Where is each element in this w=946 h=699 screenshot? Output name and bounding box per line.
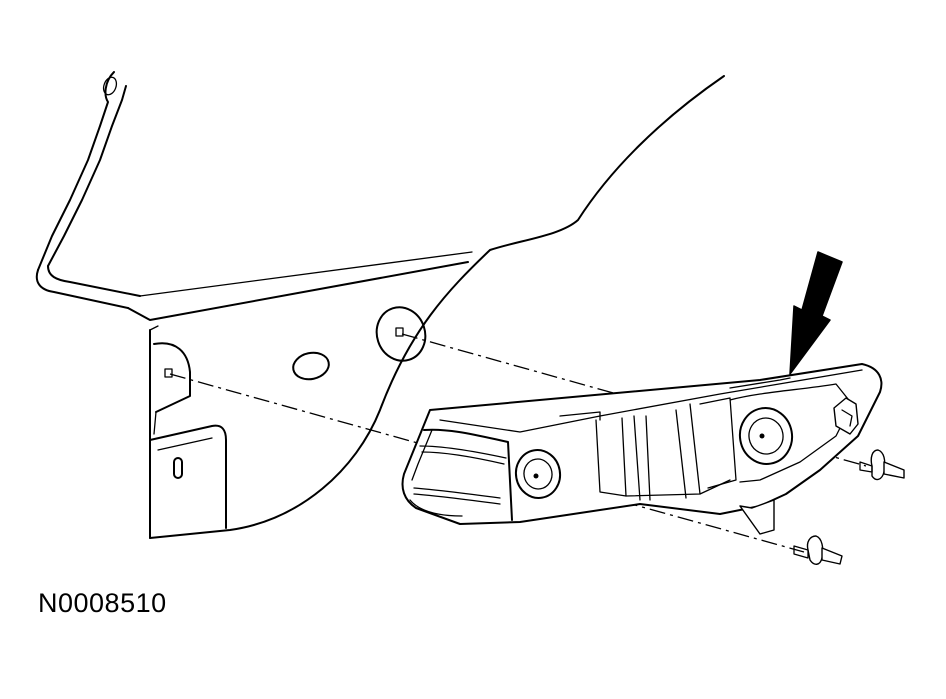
push-pin-fastener-lower [793,535,843,565]
alignment-lines [169,333,867,553]
indicator-arrow [789,251,843,375]
bumper-bracket [401,363,883,535]
push-pin-fastener-upper [859,449,905,481]
vehicle-body-panel [35,71,725,539]
figure-id-label: N0008510 [38,588,167,618]
